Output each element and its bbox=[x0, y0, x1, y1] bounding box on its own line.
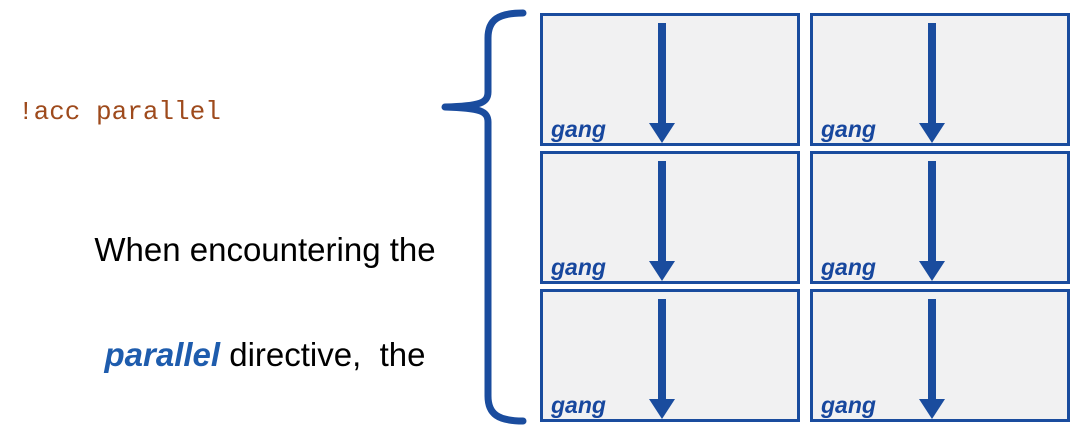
parallel-keyword: parallel bbox=[104, 336, 221, 373]
gang-box: gang bbox=[540, 289, 800, 422]
gang-label: gang bbox=[821, 116, 876, 142]
gang-label: gang bbox=[821, 254, 876, 280]
down-arrow-head bbox=[919, 399, 946, 419]
paragraph-line: When encountering the bbox=[40, 232, 490, 267]
down-arrow-shaft bbox=[928, 23, 937, 126]
down-arrow-head bbox=[919, 123, 946, 143]
down-arrow-icon bbox=[543, 154, 797, 281]
down-arrow-icon bbox=[813, 154, 1067, 281]
acc-parallel-directive-code: !acc parallel bbox=[18, 97, 221, 127]
left-curly-brace bbox=[441, 9, 527, 425]
gang-box: gang bbox=[540, 13, 800, 146]
down-arrow-icon bbox=[813, 16, 1067, 143]
down-arrow-shaft bbox=[928, 299, 937, 402]
paragraph-text: directive, the bbox=[220, 336, 426, 373]
down-arrow-head bbox=[649, 123, 676, 143]
gang-label: gang bbox=[821, 392, 876, 418]
down-arrow-shaft bbox=[658, 23, 667, 126]
gang-box: gang bbox=[810, 289, 1070, 422]
gang-box: gang bbox=[810, 151, 1070, 284]
down-arrow-icon bbox=[543, 16, 797, 143]
down-arrow-head bbox=[649, 261, 676, 281]
paragraph-text: When encountering the bbox=[94, 231, 436, 268]
gang-box: gang bbox=[810, 13, 1070, 146]
down-arrow-shaft bbox=[658, 299, 667, 402]
down-arrow-head bbox=[919, 261, 946, 281]
gang-box: gang bbox=[540, 151, 800, 284]
gang-label: gang bbox=[551, 254, 606, 280]
down-arrow-icon bbox=[543, 292, 797, 419]
gang-label: gang bbox=[551, 392, 606, 418]
gang-label: gang bbox=[551, 116, 606, 142]
paragraph-line: parallel directive, the bbox=[40, 337, 490, 372]
down-arrow-shaft bbox=[928, 161, 937, 264]
explanation-paragraph: When encountering the parallel directive… bbox=[40, 162, 490, 432]
down-arrow-icon bbox=[813, 292, 1067, 419]
gang-grid: gang gang gang gang bbox=[540, 13, 1070, 422]
down-arrow-shaft bbox=[658, 161, 667, 264]
down-arrow-head bbox=[649, 399, 676, 419]
